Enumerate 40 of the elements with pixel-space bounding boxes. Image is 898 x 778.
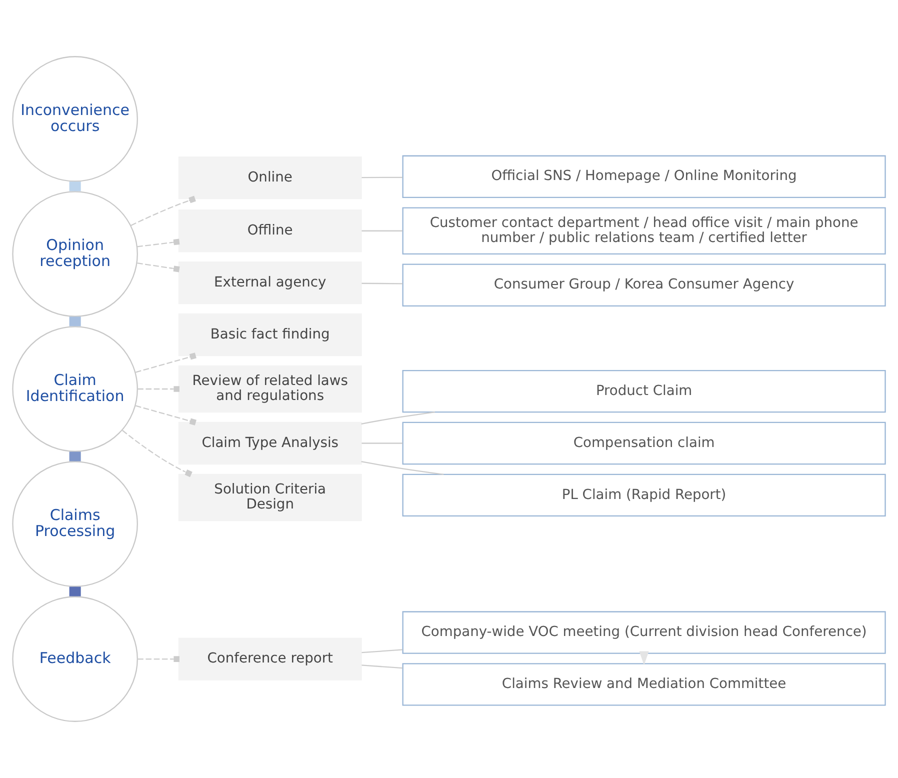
connector (137, 238, 180, 248)
node-box: Official SNS / Homepage / Online Monitoring (402, 155, 886, 198)
node-circle: Claim Identification (12, 326, 138, 452)
node-box: Claim Type Analysis (178, 422, 362, 465)
connector (122, 430, 192, 478)
node-box: Solution Criteria Design (178, 474, 362, 522)
connector (138, 656, 180, 662)
connector (362, 176, 403, 178)
connector (362, 282, 403, 284)
node-box: Consumer Group / Korea Consumer Agency (402, 264, 886, 306)
node-box: Compensation claim (402, 422, 886, 465)
node-box: Basic fact finding (178, 313, 362, 356)
node-circle: Opinion reception (12, 191, 138, 317)
connector (138, 386, 180, 392)
node-circle: Feedback (12, 596, 138, 722)
node-circle: Inconvenience occurs (12, 56, 138, 182)
node-box: External agency (178, 261, 362, 304)
connector (137, 262, 180, 272)
connector (69, 586, 81, 596)
node-box: Claims Review and Mediation Committee (402, 663, 886, 706)
connector (135, 405, 196, 426)
node-box: Online (178, 156, 362, 200)
node-box: Product Claim (402, 370, 886, 413)
connector (362, 664, 403, 669)
connector (69, 316, 81, 326)
connector (135, 352, 196, 373)
connector (69, 182, 81, 192)
connector (362, 230, 403, 232)
node-box: Customer contact department / head office visit / main phone number / public relations team / certified letter (402, 207, 886, 255)
node-circle: Claims Processing (12, 461, 138, 587)
connector (361, 461, 444, 475)
connector (69, 452, 81, 462)
connector (362, 442, 403, 444)
arrow (639, 651, 649, 666)
node-box: Conference report (178, 638, 362, 680)
node-box: Offline (178, 210, 362, 252)
node-box: PL Claim (Rapid Report) (402, 474, 886, 517)
connector (362, 649, 403, 654)
node-box: Review of related laws and regulations (178, 365, 362, 413)
connector (130, 196, 196, 226)
